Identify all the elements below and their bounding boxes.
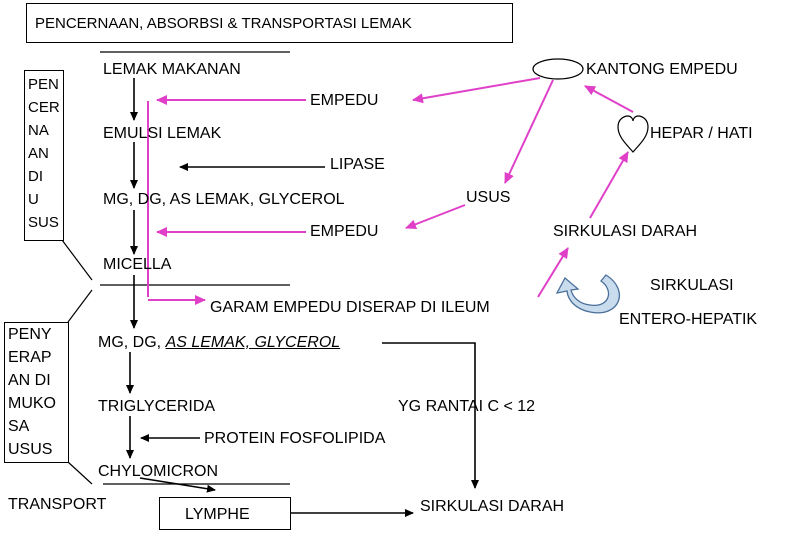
label-as-lemak-glycerol: AS LEMAK, GLYCEROL (165, 334, 341, 351)
label-empedu-top: EMPEDU (310, 92, 379, 109)
side-absorption-line: AN DI (8, 372, 51, 389)
gallbladder-ellipse-icon (532, 58, 584, 80)
side-absorption-text: PENY ERAP AN DI MUKO SA USUS (8, 323, 56, 461)
label-sirkulasi: SIRKULASI (650, 277, 734, 294)
label-lymphe: LYMPHE (185, 506, 250, 523)
pink-hepar-to-kantong (584, 85, 634, 113)
side-absorption-line: MUKO (8, 395, 56, 412)
arrow-glycerol-to-sirkulasi (382, 342, 479, 489)
label-transport: TRANSPORT (8, 496, 107, 513)
side-digestion-line: U (28, 191, 39, 208)
structure-lines (61, 51, 290, 485)
label-usus: USUS (466, 189, 511, 206)
side-digestion-text: PEN CER NA AN DI U SUS (28, 73, 60, 234)
pink-kantong-to-empedu (412, 77, 541, 104)
side-digestion-line: SUS (28, 214, 59, 231)
label-hepar-hati: HEPAR / HATI (650, 125, 753, 142)
label-triglycerida: TRIGLYCERIDA (98, 398, 216, 415)
label-garam-empedu: GARAM EMPEDU DISERAP DI ILEUM (210, 299, 490, 316)
label-entero-hepatik: ENTERO-HEPATIK (619, 311, 758, 328)
title-box: PENCERNAAN, ABSORBSI & TRANSPORTASI LEMA… (26, 3, 513, 43)
pink-sirkulasi-to-hepar (589, 151, 629, 219)
side-digestion-line: PEN (28, 76, 59, 93)
label-protein-fosfolipida: PROTEIN FOSFOLIPIDA (204, 430, 386, 447)
page-title: PENCERNAAN, ABSORBSI & TRANSPORTASI LEMA… (35, 15, 412, 32)
pink-usus-to-empedu (405, 204, 466, 230)
label-empedu-bottom: EMPEDU (310, 223, 379, 240)
label-sirkulasi-darah-bottom: SIRKULASI DARAH (420, 498, 565, 515)
pink-arrows (147, 77, 634, 305)
arrow-chylo-to-lymphe (139, 477, 216, 493)
side-digestion-line: CER (28, 99, 60, 116)
side-absorption-line: PENY (8, 326, 52, 343)
side-absorption-line: USUS (8, 441, 53, 458)
side-absorption-line: ERAP (8, 349, 52, 366)
label-lipase: LIPASE (330, 156, 385, 173)
black-flow-arrows (126, 78, 479, 517)
label-mg-dg-as-lemak: MG, DG, AS LEMAK, GLYCEROL (98, 333, 340, 352)
label-yg-rantai: YG RANTAI C < 12 (398, 398, 536, 415)
lymphe-box: LYMPHE (159, 497, 291, 530)
side-digestion-line: DI (28, 168, 43, 185)
label-mg-dg-glycerol: MG, DG, AS LEMAK, GLYCEROL (103, 191, 345, 208)
side-box-digestion: PEN CER NA AN DI U SUS (24, 70, 64, 241)
label-emulsi-lemak: EMULSI LEMAK (103, 125, 222, 142)
pink-kantong-to-usus (504, 79, 554, 184)
label-kantong-empedu: KANTONG EMPEDU (586, 61, 738, 78)
label-lemak-makanan: LEMAK MAKANAN (103, 61, 241, 78)
pink-garam-to-sirkulasi (537, 247, 569, 298)
side-box-absorption: PENY ERAP AN DI MUKO SA USUS (4, 322, 69, 463)
label-chylomicron: CHYLOMICRON (98, 463, 219, 480)
label-micella: MICELLA (103, 256, 172, 273)
side-absorption-line: SA (8, 418, 30, 435)
label-sirkulasi-darah-right: SIRKULASI DARAH (553, 223, 698, 240)
circular-arrow-icon (555, 274, 621, 314)
side-digestion-line: NA (28, 122, 49, 139)
liver-heart-icon (617, 115, 649, 153)
side-digestion-line: AN (28, 145, 49, 162)
label-mg-dg-prefix: MG, DG, (98, 334, 166, 351)
